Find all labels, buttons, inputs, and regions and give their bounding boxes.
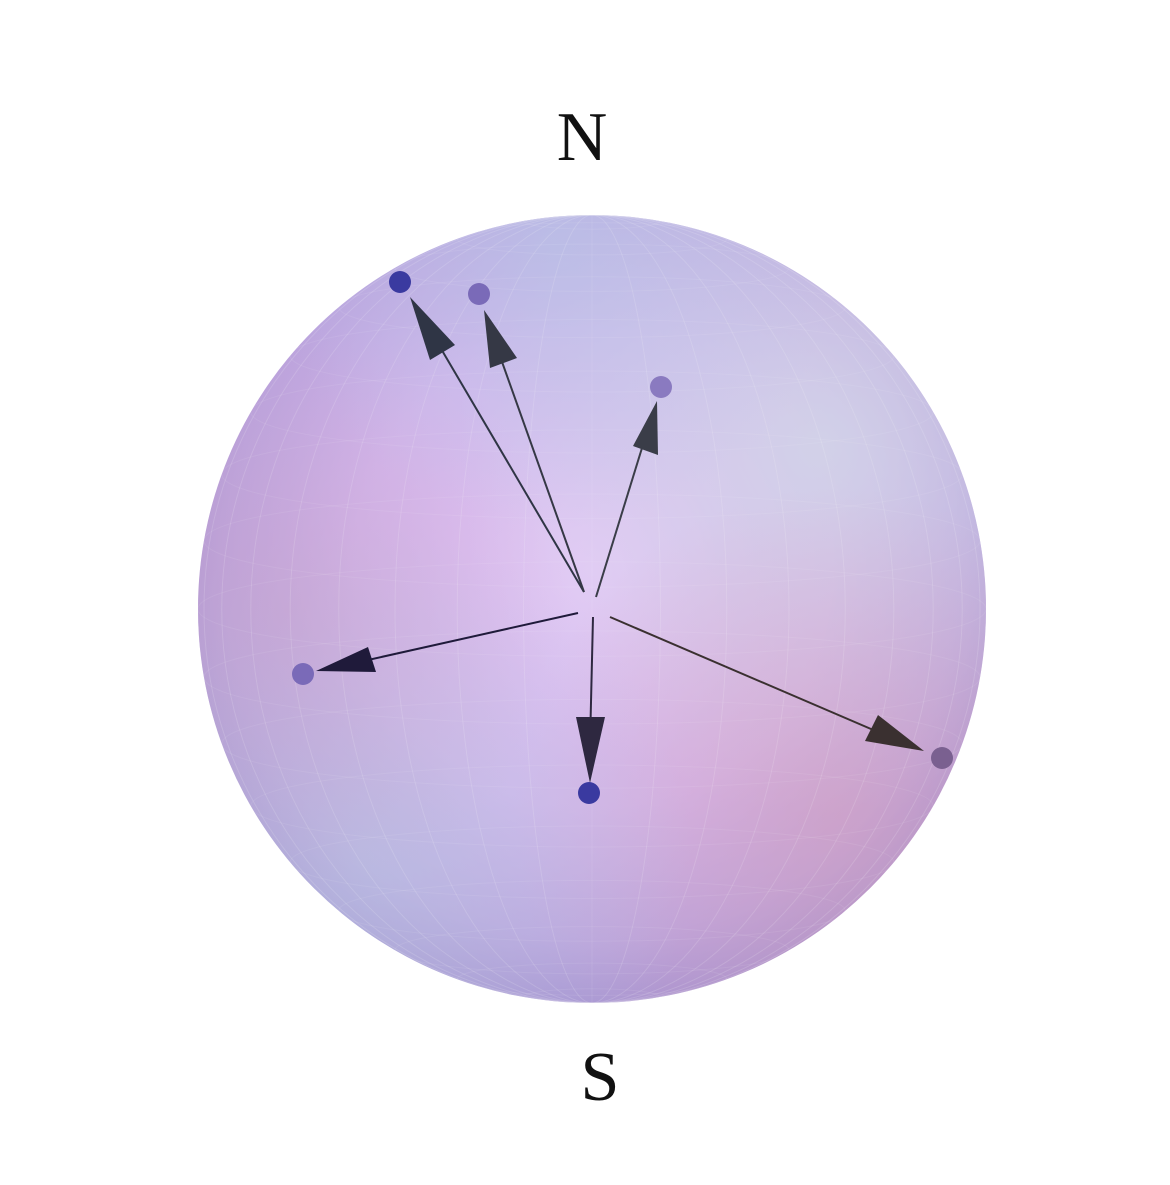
sphere [198, 215, 986, 1003]
north-pole-label: N [557, 99, 608, 176]
vector-5-point [578, 782, 600, 804]
vector-4 [292, 612, 579, 685]
vector-6 [609, 616, 953, 769]
vector-6-shaft [609, 616, 886, 736]
vector-1-shaft [429, 329, 585, 593]
vector-2 [468, 283, 585, 593]
vector-4-point [292, 663, 314, 685]
south-pole-label: S [581, 1039, 620, 1116]
state-vectors [292, 271, 953, 804]
vector-4-shaft [349, 612, 579, 665]
vector-3 [595, 376, 672, 598]
vector-3-shaft [595, 434, 647, 598]
vector-5 [576, 616, 605, 804]
vector-5-arrowhead [576, 717, 605, 783]
vector-2-shaft [495, 344, 585, 593]
vector-6-point [931, 747, 953, 769]
vector-2-point [468, 283, 490, 305]
vector-1 [389, 271, 585, 593]
vector-1-arrowhead [410, 297, 455, 360]
vector-3-point [650, 376, 672, 398]
vector-1-point [389, 271, 411, 293]
vector-3-arrowhead [633, 401, 658, 455]
vector-4-arrowhead [316, 647, 376, 672]
vector-6-arrowhead [865, 715, 924, 751]
vector-2-arrowhead [484, 310, 517, 368]
